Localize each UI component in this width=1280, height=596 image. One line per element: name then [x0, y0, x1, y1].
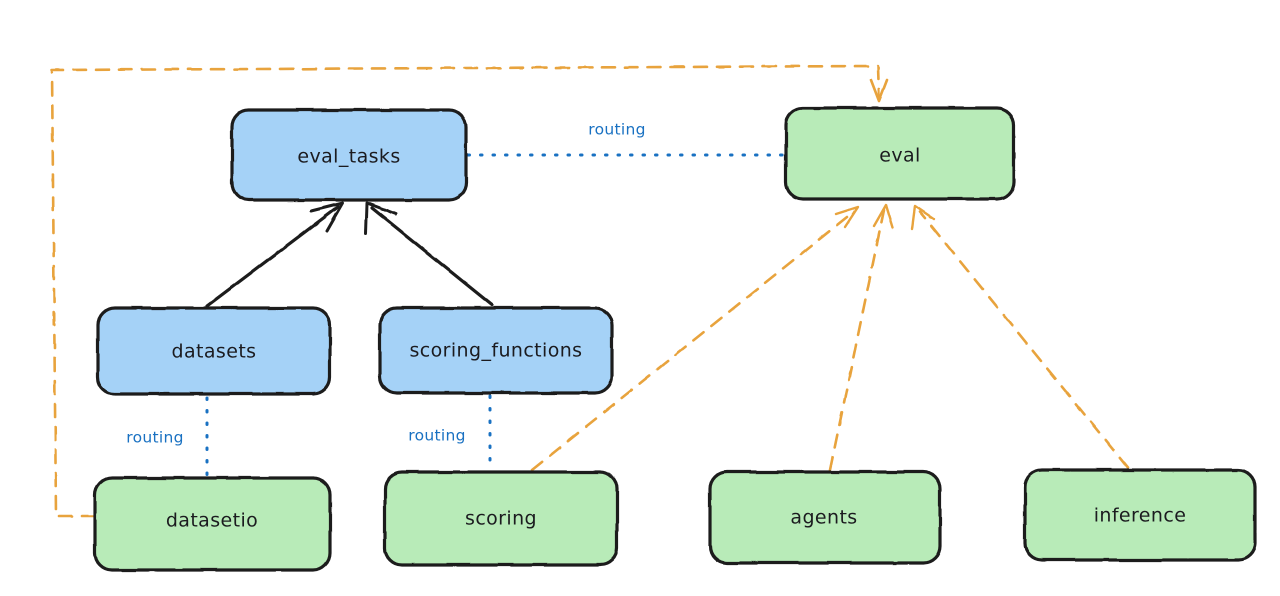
edge-label-routing-scoring-functions: routing: [408, 427, 466, 445]
node-eval-label: eval: [879, 145, 920, 167]
node-inference-box[interactable]: [1023, 468, 1257, 562]
node-datasets-box[interactable]: [96, 306, 332, 396]
edge-scoring-functions-to-eval-tasks: [364, 201, 494, 307]
node-scoring-label: scoring: [465, 508, 537, 530]
edge-label-routing-eval-tasks: routing: [588, 121, 646, 139]
edge-label-routing-datasets: routing: [126, 429, 184, 447]
edge-inference-to-eval: [910, 204, 1130, 470]
node-scoring-functions-box[interactable]: [378, 306, 614, 395]
node-datasetio-box[interactable]: [93, 476, 332, 572]
node-eval-box[interactable]: [784, 106, 1016, 201]
node-eval-tasks[interactable]: eval_tasks: [230, 108, 468, 202]
node-eval[interactable]: eval: [784, 106, 1016, 201]
node-scoring-functions-label: scoring_functions: [410, 340, 583, 362]
node-scoring-box[interactable]: [383, 470, 619, 567]
edge-agents-to-eval: [828, 203, 895, 472]
node-inference-label: inference: [1094, 505, 1187, 527]
node-datasetio-label: datasetio: [166, 510, 258, 532]
node-agents[interactable]: agents: [708, 470, 942, 565]
edge-scoring-to-eval: [530, 205, 860, 472]
edge-datasetio-to-eval: [50, 64, 889, 518]
node-scoring[interactable]: scoring: [383, 470, 619, 567]
node-inference[interactable]: inference: [1023, 468, 1257, 562]
node-scoring-functions[interactable]: scoring_functions: [378, 306, 614, 395]
node-agents-label: agents: [790, 507, 857, 529]
node-eval-tasks-box[interactable]: [230, 108, 468, 202]
edge-datasets-to-eval-tasks: [205, 201, 345, 308]
node-agents-box[interactable]: [708, 470, 942, 565]
node-eval-tasks-label: eval_tasks: [297, 146, 400, 168]
node-datasets-label: datasets: [172, 341, 257, 363]
node-datasets[interactable]: datasets: [96, 306, 332, 396]
node-datasetio[interactable]: datasetio: [93, 476, 332, 572]
